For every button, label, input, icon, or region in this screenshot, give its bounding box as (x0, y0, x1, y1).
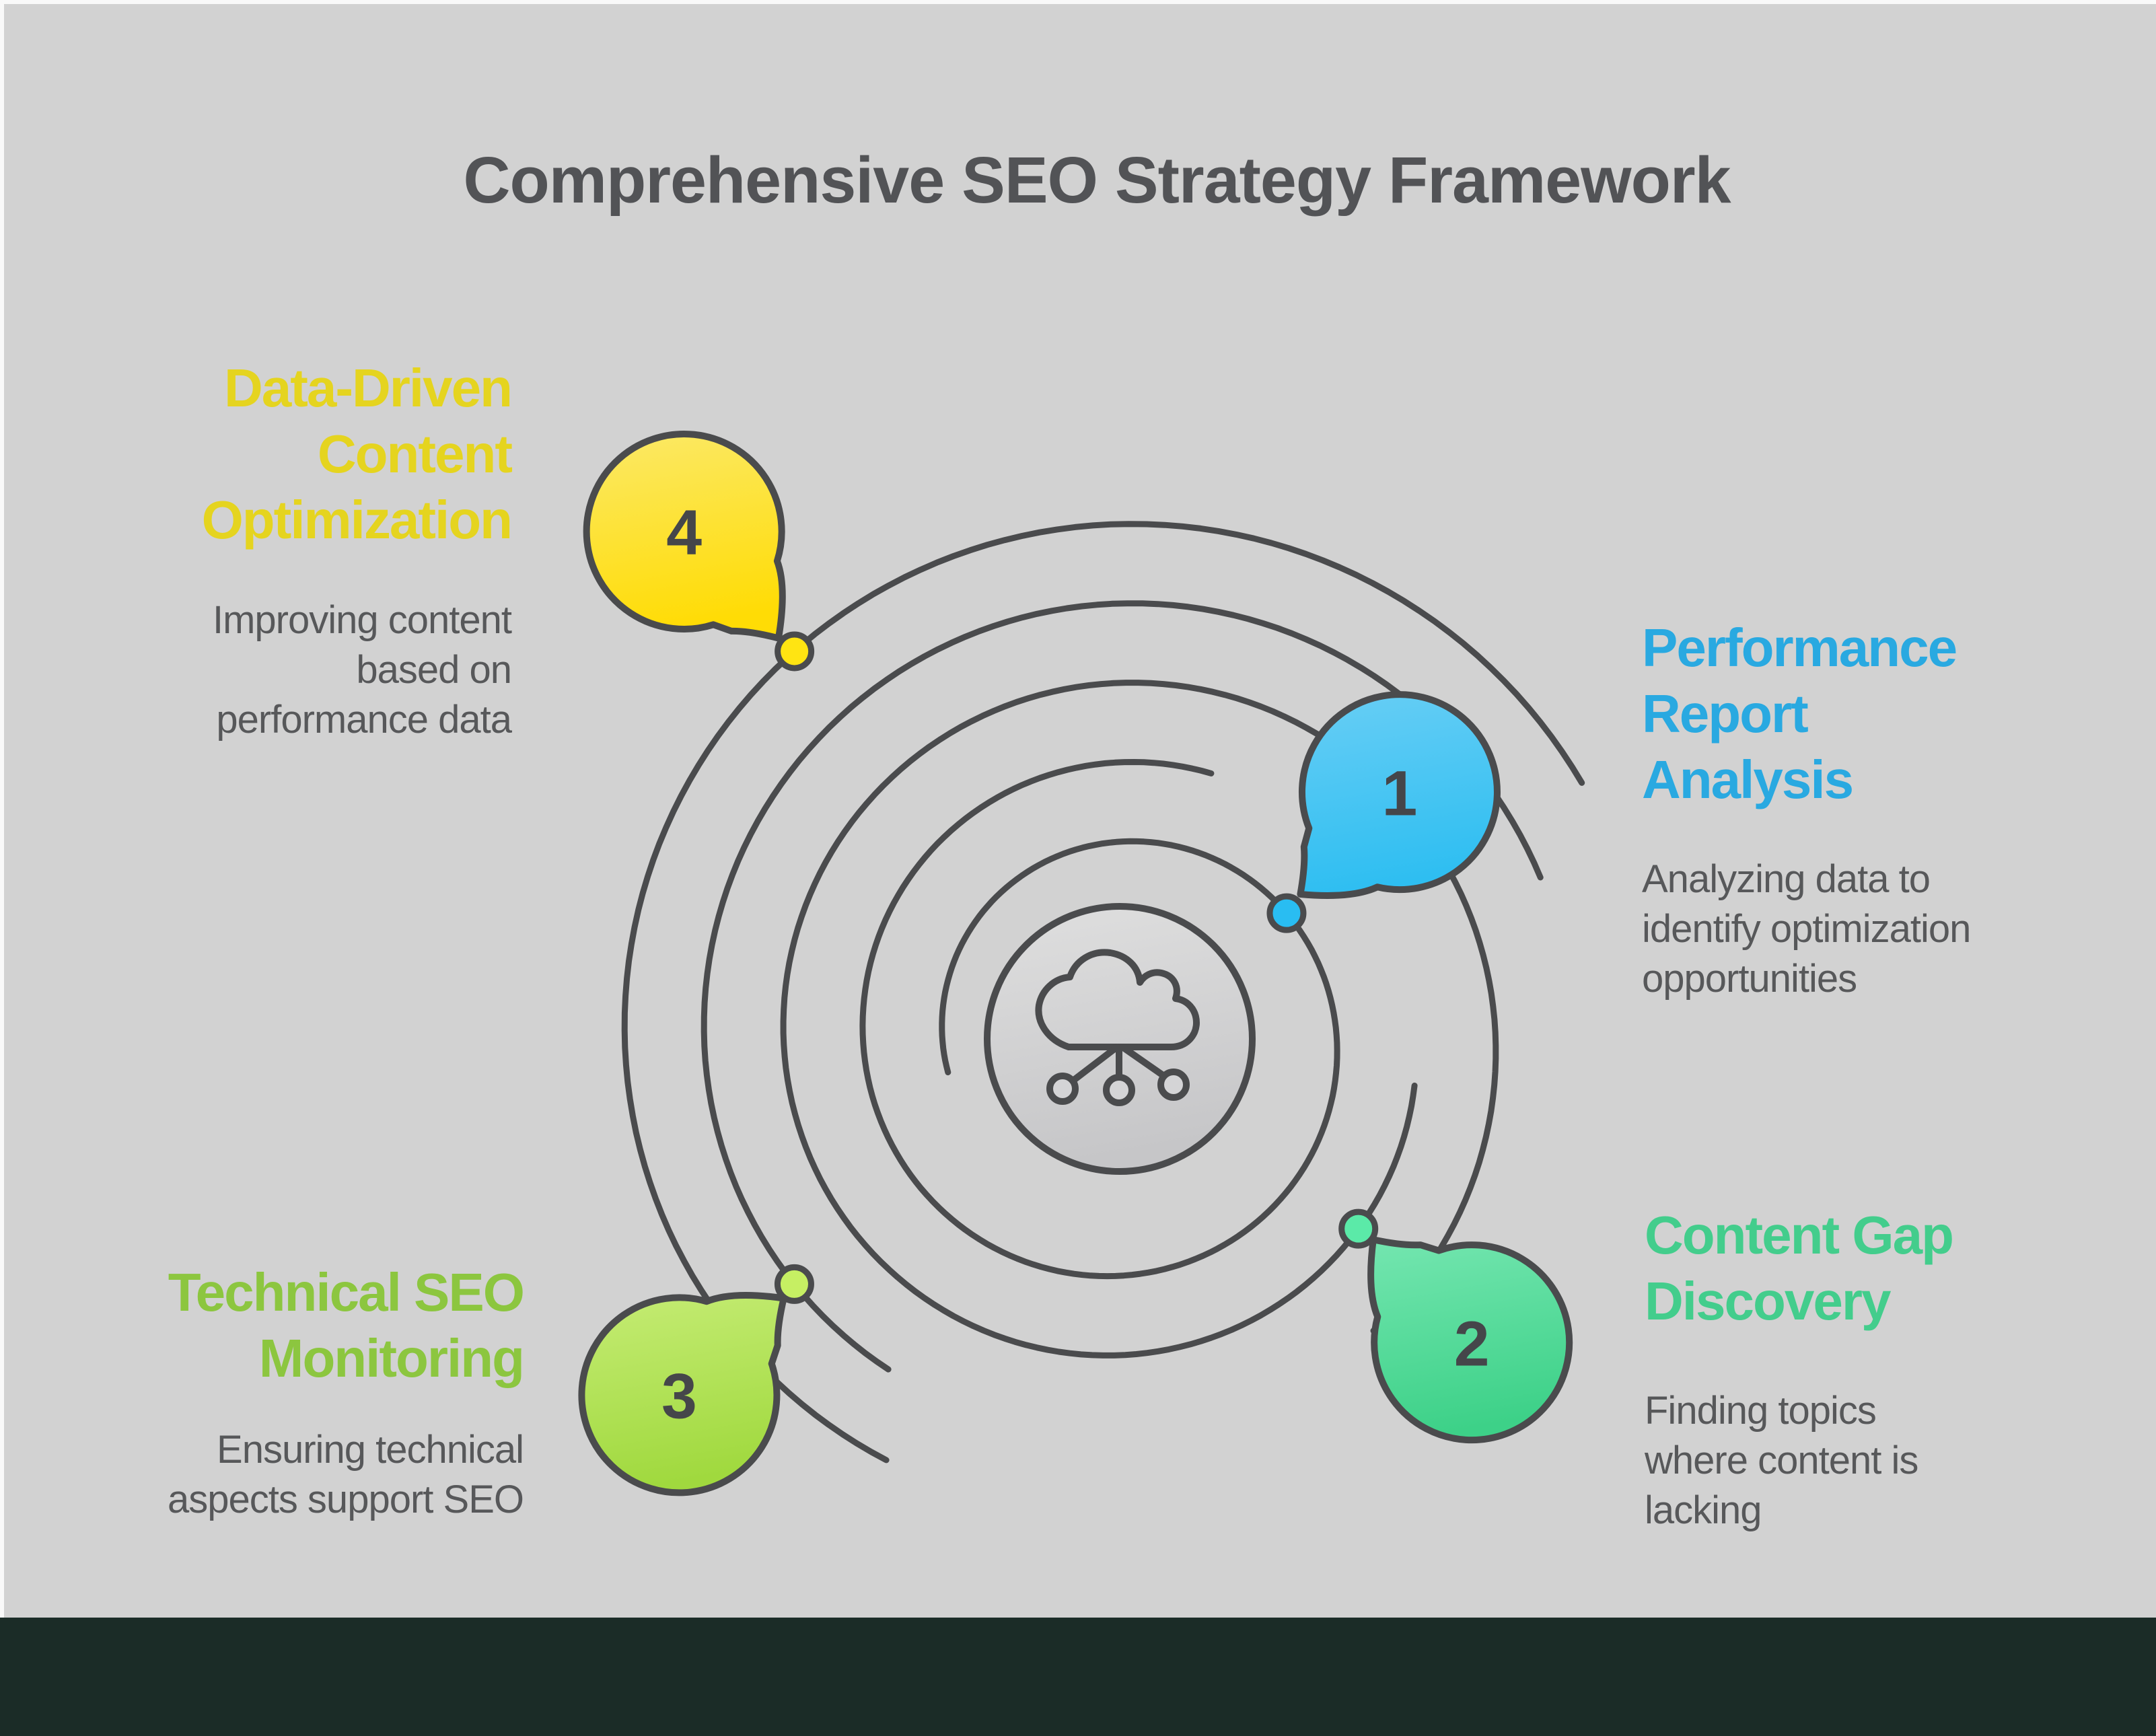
center-circle (984, 903, 1256, 1175)
step-bubble-2 (1367, 1236, 1573, 1444)
step-number-3: 3 (661, 1361, 697, 1433)
step-heading-line: Report (1642, 684, 1809, 744)
step-description-line: performance data (216, 698, 512, 742)
step-heading-line: Content (317, 424, 513, 484)
footer-bar (0, 1618, 2156, 1736)
step-bubble-1 (1297, 691, 1501, 899)
step-description-line: Analyzing data to (1642, 857, 1931, 901)
step-description-line: Finding topics (1645, 1389, 1877, 1433)
step-bubble-4 (583, 430, 786, 642)
step-description-line: Improving content (212, 598, 512, 642)
step-description-line: identify optimization (1642, 907, 1971, 951)
step-number-4: 4 (666, 497, 702, 569)
step-heading-line: Data-Driven (223, 358, 513, 418)
step-description: Ensuring technical aspects support SEO (74, 1425, 524, 1525)
step-description-line: Ensuring technical (217, 1428, 524, 1472)
step-number-1: 1 (1382, 758, 1418, 829)
step-dot-1 (1266, 893, 1307, 933)
step-description-line: opportunities (1642, 957, 1857, 1001)
step-heading-line: Content Gap (1645, 1205, 1954, 1265)
frame-edge-top (0, 0, 2156, 4)
step-dot-2 (1338, 1208, 1379, 1249)
step-number-2: 2 (1454, 1308, 1490, 1379)
step-description-line: where content is (1645, 1439, 1918, 1482)
step-description: Improving content based on performance dat… (94, 595, 512, 745)
step-heading-line: Analysis (1642, 750, 1854, 809)
cloud-network-icon (1035, 949, 1200, 1106)
step-description-line: aspects support SEO (167, 1478, 524, 1521)
spiral-path (621, 521, 1585, 1463)
step-heading-line: Technical SEO (168, 1262, 525, 1322)
step-heading-line: Monitoring (258, 1328, 525, 1388)
step-description: Analyzing data to identify optimization op… (1642, 855, 2073, 1004)
step-description-line: lacking (1645, 1488, 1762, 1532)
step-heading-line: Performance (1642, 618, 1957, 678)
frame-edge-left (0, 0, 4, 1618)
step-bubble-3 (578, 1292, 787, 1496)
page-title: Comprehensive SEO Strategy Framework (463, 143, 1731, 217)
step-description: Finding topics where content is lacking (1645, 1386, 2075, 1535)
step-heading-line: Discovery (1645, 1271, 1891, 1331)
step-description-line: based on (356, 648, 512, 692)
step-heading-line: Optimization (201, 490, 513, 550)
step-dot-3 (774, 1264, 814, 1304)
step-dot-4 (775, 631, 815, 672)
